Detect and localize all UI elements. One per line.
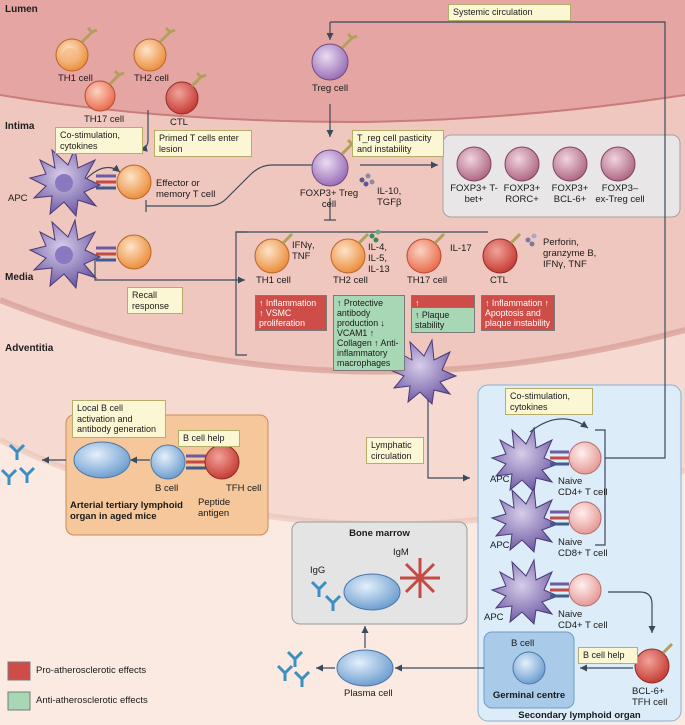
tertiary-b-cell xyxy=(150,444,186,480)
label-b-cell-tertiary: B cell xyxy=(155,483,179,494)
apc-top xyxy=(28,146,102,218)
label-naive-cd4-2: Naive CD4+ T cell xyxy=(558,609,608,631)
label-apc-1: APC xyxy=(490,474,510,485)
bone-marrow-plasma-cell xyxy=(343,573,401,611)
th2-lumen-cell xyxy=(133,26,176,72)
igm-antibody xyxy=(400,558,440,598)
label-plasma-cell: Plasma cell xyxy=(344,688,393,699)
apc-cd4-2 xyxy=(490,558,560,626)
label-effector-memory: Effector or memory T cell xyxy=(156,178,216,200)
note-b-cell-help-left: B cell help xyxy=(178,430,240,447)
bcl6-tfh-cell xyxy=(634,642,674,684)
legend-pro: Pro-atherosclerotic effects xyxy=(36,665,147,676)
naive-cd8-cell xyxy=(568,501,602,535)
region-label-media: Media xyxy=(5,272,34,283)
tertiary-lymphoid-organ-title: Arterial tertiary lymphoid organ in aged… xyxy=(70,500,183,522)
label-ex-treg: FOXP3– ex-Treg cell xyxy=(595,183,645,205)
label-peptide-antigen: Peptide antigen xyxy=(198,497,231,519)
label-foxp3-rorc: FOXP3+ RORC+ xyxy=(503,183,541,205)
germinal-b-cell xyxy=(512,651,546,685)
label-apc-intima: APC xyxy=(8,193,28,204)
label-naive-cd8: Naive CD8+ T cell xyxy=(558,537,608,559)
effect-ctl: ↑ Inflammation ↑ Apoptosis and plaque in… xyxy=(481,295,555,331)
th17-media-cell xyxy=(406,232,446,274)
label-apc-2: APC xyxy=(490,540,510,551)
foxp3-rorc-cell xyxy=(504,146,540,182)
ctl-lumen-cell xyxy=(165,71,207,115)
region-label-adventitia: Adventitia xyxy=(5,343,54,354)
label-th2-media: TH2 cell xyxy=(333,275,368,286)
legend-anti: Anti-atherosclerotic effects xyxy=(36,695,148,706)
label-th2-lumen: TH2 cell xyxy=(134,73,169,84)
note-costimulation-top: Co-stimulation, cytokines xyxy=(55,127,143,154)
label-bcl6-tfh: BCL-6+ TFH cell xyxy=(632,686,668,708)
naive-cd4-cell-2 xyxy=(568,573,602,607)
effect-th1: ↑ Inflammation ↑ VSMC proliferation xyxy=(255,295,327,331)
adventitia-apc xyxy=(388,338,458,406)
th1-lumen-cell xyxy=(55,26,98,72)
plasmablast-cell xyxy=(73,441,131,479)
apc-cd8 xyxy=(490,486,560,554)
note-b-cell-help-right: B cell help xyxy=(578,647,638,664)
apc-cd4-1 xyxy=(490,426,560,494)
ex-treg-cell xyxy=(600,146,636,182)
note-lymphatic-circulation: Lymphatic circulation xyxy=(366,437,424,464)
label-igg: IgG xyxy=(310,565,326,576)
label-naive-cd4-1: Naive CD4+ T cell xyxy=(558,476,608,498)
region-label-lumen: Lumen xyxy=(5,4,38,15)
label-th1-lumen: TH1 cell xyxy=(58,73,93,84)
bone-marrow-title: Bone marrow xyxy=(349,528,410,539)
plasma-cell xyxy=(336,649,394,687)
label-th1-media: TH1 cell xyxy=(256,275,291,286)
note-treg-plasticity: T_reg cell pasticity and instability xyxy=(352,130,444,157)
th17-lumen-cell xyxy=(84,69,125,112)
label-th17-media: TH17 cell xyxy=(407,275,448,286)
label-il4-il5-il13: IL-4, IL-5, IL-13 xyxy=(368,242,390,275)
label-ctl-lumen: CTL xyxy=(170,117,188,128)
label-treg-lumen: Treg cell xyxy=(312,83,349,94)
label-il10-tgfb: IL-10, TGFβ xyxy=(377,186,402,208)
ctl-media-cell xyxy=(482,232,537,274)
foxp3-treg-cell xyxy=(311,138,375,187)
label-b-cell-germinal: B cell xyxy=(511,638,535,649)
th1-media-cell xyxy=(254,232,294,274)
foxp3-tbet-cell xyxy=(456,146,492,182)
label-foxp3-treg: FOXP3+ Treg cell xyxy=(299,188,359,210)
label-th17-lumen: TH17 cell xyxy=(84,114,125,125)
effector-t-cell-top xyxy=(116,164,152,200)
note-costimulation-right: Co-stimulation, cytokines xyxy=(505,388,593,415)
effect-th2: ↑ Protective antibody production ↓ VCAM1… xyxy=(333,295,405,371)
effector-t-cell-bottom xyxy=(116,234,152,270)
naive-cd4-cell-1 xyxy=(568,441,602,475)
secondary-lymphoid-organ-title: Secondary lymphoid organ xyxy=(518,710,641,721)
note-local-b-cell: Local B cell activation and antibody gen… xyxy=(72,400,166,438)
label-tfh-tertiary: TFH cell xyxy=(226,483,262,494)
antibodies-left xyxy=(0,443,36,485)
label-il17: IL-17 xyxy=(450,243,472,254)
region-label-intima: Intima xyxy=(5,121,35,132)
th2-media-cell xyxy=(330,229,381,274)
igg-antibodies xyxy=(310,580,342,611)
note-systemic-circulation: Systemic circulation xyxy=(448,4,571,21)
germinal-centre-title: Germinal centre xyxy=(492,690,566,701)
label-foxp3-bcl6: FOXP3+ BCL-6+ xyxy=(551,183,589,205)
label-ctl-media: CTL xyxy=(490,275,508,286)
label-ifng-tnf: IFNγ, TNF xyxy=(292,240,315,262)
tfh-cell-tertiary xyxy=(204,444,240,480)
note-primed-t-cells: Primed T cells enter lesion xyxy=(154,130,252,157)
label-apc-3: APC xyxy=(484,612,504,623)
foxp3-bcl6-cell xyxy=(552,146,588,182)
label-igm: IgM xyxy=(393,547,409,558)
label-perforin: Perforin, granzyme B, IFNγ, TNF xyxy=(543,237,597,270)
apc-bottom xyxy=(28,218,102,290)
treg-lumen-cell xyxy=(311,32,358,81)
label-foxp3-tbet: FOXP3+ T-bet+ xyxy=(450,183,498,205)
effect-th17-plaque-stability: ↑ Plaque stability xyxy=(411,307,475,333)
note-recall-response: Recall response xyxy=(127,287,183,314)
antibodies-bottom xyxy=(276,650,311,687)
